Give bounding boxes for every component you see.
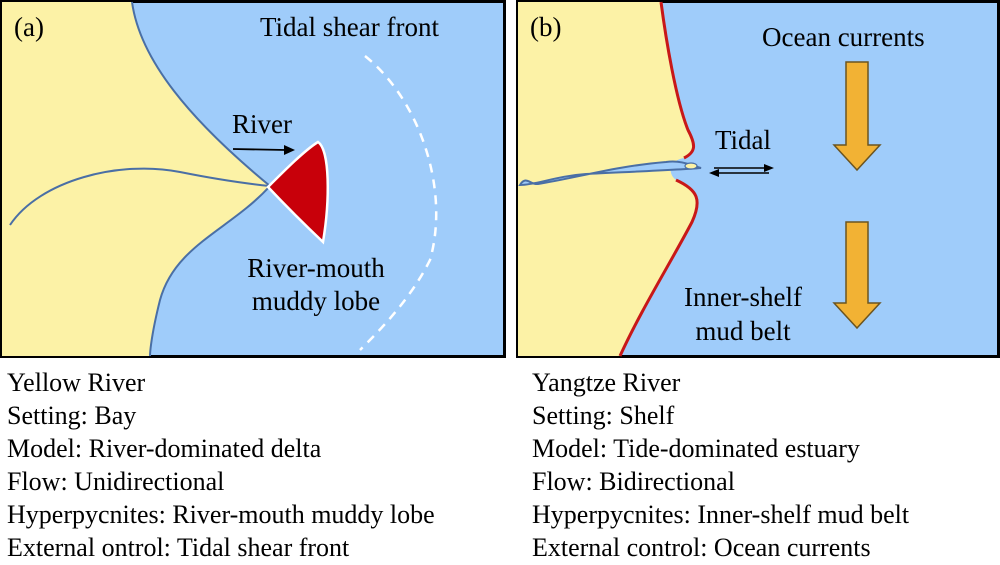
tidal-label: Tidal [715, 125, 772, 155]
caption-b-line: Yangtze River [532, 368, 681, 397]
panel-a-yellow-river: (a) Tidal shear front River River-mouth … [0, 0, 506, 358]
ocean-currents-label: Ocean currents [762, 22, 925, 52]
caption-a-line: External ontrol: Tidal shear front [7, 533, 350, 562]
caption-a-line: Model: River-dominated delta [7, 434, 322, 463]
land-area [518, 2, 698, 356]
caption-b-line: External control: Ocean currents [532, 533, 871, 562]
river-flow-arrow [232, 145, 295, 155]
coastline [131, 1, 272, 357]
river-label: River [232, 109, 292, 139]
panel-a-tag: (a) [14, 12, 44, 42]
caption-a-line: Hyperpycnites: River-mouth muddy lobe [7, 500, 435, 529]
caption-b-line: Hyperpycnites: Inner-shelf mud belt [532, 500, 910, 529]
mud-belt-label-line2: mud belt [695, 316, 791, 346]
estuary-channel [518, 160, 702, 187]
tidal-shear-front-line [359, 55, 438, 351]
river-mouth-muddy-lobe [266, 140, 329, 245]
ocean-current-arrow-lower [832, 221, 882, 330]
panel-b-map [516, 0, 1000, 358]
caption-a-line: Yellow River [7, 368, 146, 397]
panel-a-map [0, 0, 506, 358]
estuary-mouth-shoal [684, 162, 698, 170]
muddy-lobe-label-line1: River-mouth [247, 253, 385, 283]
muddy-lobe-label-line2: muddy lobe [251, 286, 381, 316]
caption-b-line: Setting: Shelf [532, 401, 675, 430]
caption-a-line: Flow: Unidirectional [7, 467, 225, 496]
mud-belt-label-line1: Inner-shelf [684, 282, 802, 312]
caption-a: Yellow River Setting: Bay Model: River-d… [7, 366, 435, 564]
shelf-coastline [618, 1, 699, 357]
caption-b: Yangtze River Setting: Shelf Model: Tide… [532, 366, 909, 564]
tidal-bidirectional-arrows [709, 164, 774, 177]
caption-b-line: Flow: Bidirectional [532, 467, 735, 496]
caption-b-line: Model: Tide-dominated estuary [532, 434, 860, 463]
land-area [2, 2, 270, 356]
river-channel [9, 167, 271, 226]
tidal-shear-front-label: Tidal shear front [260, 12, 439, 42]
caption-a-line: Setting: Bay [7, 401, 137, 430]
panel-b-tag: (b) [530, 12, 562, 42]
ocean-current-arrow-upper [832, 61, 882, 172]
panel-b-yangtze-river: (b) Ocean currents Tidal Inner-shelf mud… [516, 0, 1000, 358]
